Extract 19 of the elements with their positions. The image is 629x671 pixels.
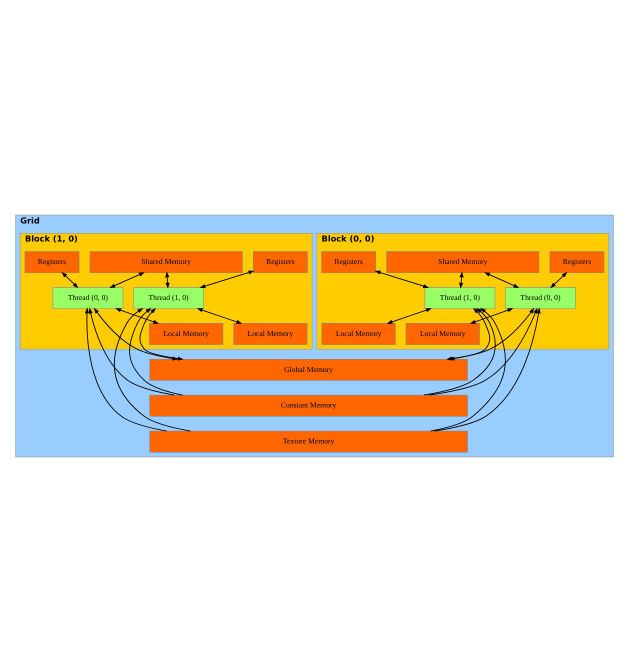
arrow [428, 307, 538, 396]
arrow [550, 271, 568, 288]
arrow [84, 306, 167, 431]
arrow [374, 270, 430, 288]
arrow [459, 270, 464, 288]
arrow [88, 307, 176, 396]
arrow [196, 308, 242, 324]
arrow [386, 308, 432, 324]
arrow [430, 307, 506, 431]
arrow [484, 272, 520, 288]
arrow [423, 307, 496, 396]
arrow [434, 306, 541, 431]
arrow [129, 307, 184, 396]
arrow [61, 271, 78, 288]
arrow [114, 307, 191, 431]
arrow [109, 272, 145, 288]
arrow [115, 308, 160, 324]
arrow [200, 270, 254, 288]
arrow [470, 308, 514, 324]
